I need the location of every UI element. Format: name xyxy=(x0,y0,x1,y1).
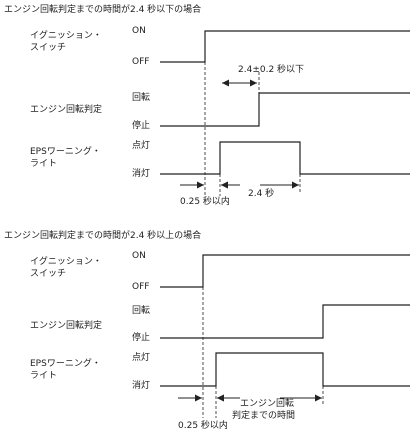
eps-label-2a: EPSワーニング・ xyxy=(30,359,101,369)
off-label-1: OFF xyxy=(132,57,150,67)
ignition-label-2b: スイッチ xyxy=(30,269,67,279)
engine-delay-label: 2.4±0.2 秒以下 xyxy=(238,65,305,75)
lit-label-2: 点灯 xyxy=(132,353,151,363)
stopped-label-1: 停止 xyxy=(132,121,151,131)
on-label-1: ON xyxy=(132,26,146,36)
ignition-waveform-2 xyxy=(160,254,410,288)
off-label-2: OFF xyxy=(132,282,150,292)
eps-waveform-1 xyxy=(160,141,410,175)
ignition-label-1a: イグニッション・ xyxy=(30,31,102,41)
on-label-2: ON xyxy=(132,251,146,261)
lamp-duration-label-2a: エンジン回転 xyxy=(240,399,295,409)
eps-label-2b: ライト xyxy=(30,371,58,381)
eps-label-1b: ライト xyxy=(30,159,58,169)
rotating-label-1: 回転 xyxy=(132,93,151,103)
lamp-duration-label-1: 2.4 秒 xyxy=(248,189,275,199)
engine-label-2: エンジン回転判定 xyxy=(30,321,103,331)
engine-label-1: エンジン回転判定 xyxy=(30,105,103,115)
section2-heading: エンジン回転判定までの時間が2.4 秒以上の場合 xyxy=(4,231,202,241)
unlit-label-2: 消灯 xyxy=(132,381,151,391)
engine-waveform-2 xyxy=(160,304,410,339)
rotating-label-2: 回転 xyxy=(132,306,151,316)
ignition-label-2a: イグニッション・ xyxy=(30,257,102,267)
lamp-duration-label-2b: 判定までの時間 xyxy=(232,411,296,421)
eps-waveform-2 xyxy=(160,352,410,387)
ignition-label-1b: スイッチ xyxy=(30,43,67,53)
lamp-delay-label-1: 0.25 秒以内 xyxy=(180,197,230,207)
unlit-label-1: 消灯 xyxy=(132,169,151,179)
eps-label-1a: EPSワーニング・ xyxy=(30,147,101,157)
engine-waveform-1 xyxy=(160,92,410,127)
lit-label-1: 点灯 xyxy=(132,141,151,151)
ignition-waveform-1 xyxy=(160,30,410,63)
section1-heading: エンジン回転判定までの時間が2.4 秒以下の場合 xyxy=(4,5,202,15)
lamp-delay-label-2: 0.25 秒以内 xyxy=(178,421,228,431)
stopped-label-2: 停止 xyxy=(132,333,151,343)
